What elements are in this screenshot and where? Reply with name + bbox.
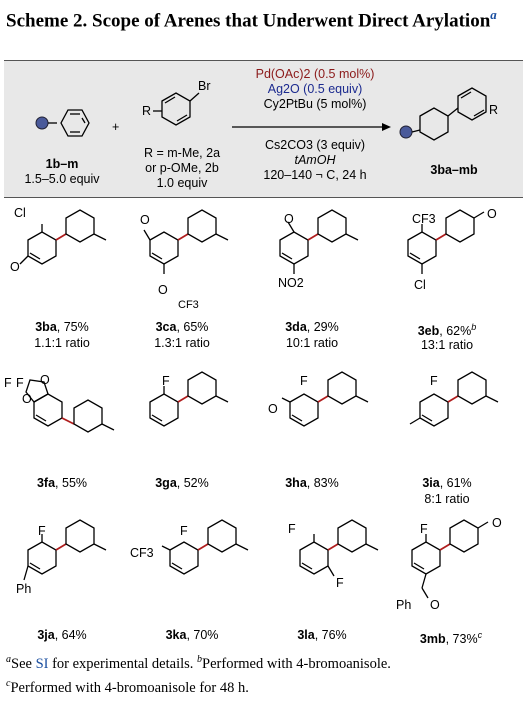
structure-3la: [299, 519, 379, 577]
structure-3ka: [161, 519, 249, 575]
label-3ia: 3ia, 61%: [422, 476, 472, 490]
3mb-sub-ph: Ph: [396, 598, 412, 612]
3mb-sub-o-carbonyl: O: [430, 598, 440, 612]
3ga-sub-f: F: [162, 374, 170, 388]
structure-3ja: [23, 519, 107, 581]
3mb-sub-o-methoxy: O: [492, 516, 502, 530]
aryl-r-label: R: [142, 104, 152, 118]
aryl-equiv: 1.0 equiv: [156, 176, 208, 190]
reactant-arene-structure: [35, 109, 90, 137]
reaction-arrow: [232, 123, 391, 131]
3ja-sub-f: F: [38, 524, 46, 538]
condition-ligand: Cy2PtBu (5 mol%): [263, 97, 367, 111]
structure-3ia: [409, 371, 499, 427]
footnote-line-2: cPerformed with 4-bromoanisole for 48 h.: [6, 677, 249, 696]
ratio-3ia: 8:1 ratio: [424, 492, 470, 506]
aryl-br-label: Br: [198, 79, 211, 93]
scheme-title: Scheme 2. Scope of Arenes that Underwent…: [6, 4, 521, 32]
structure-3ca: [143, 209, 229, 274]
footnotes: aSee SI for experimental details. bPerfo…: [6, 650, 526, 698]
product-structure: [399, 87, 487, 141]
3eb-sub-cf3: CF3: [412, 212, 436, 226]
3ba-sub-cl: Cl: [14, 206, 26, 220]
3da-sub-no2: NO2: [278, 276, 304, 290]
title-footnote-mark: a: [490, 7, 497, 22]
3eb-sub-o: O: [487, 207, 497, 221]
footnote-line-1: aSee SI for experimental details. bPerfo…: [6, 654, 391, 672]
label-3la: 3la, 76%: [297, 628, 347, 642]
structure-3eb: [407, 209, 485, 274]
3ja-sub-ph: Ph: [16, 582, 32, 596]
label-3ka: 3ka, 70%: [165, 628, 219, 642]
3la-sub-f-bottom: F: [336, 576, 344, 590]
label-3eb: 3eb, 62%b: [417, 322, 477, 339]
structure-3ba: [19, 209, 107, 265]
label-3ca: 3ca, 65%: [155, 320, 209, 334]
product-label: 3ba–mb: [430, 163, 478, 177]
ratio-3ba: 1.1:1 ratio: [34, 336, 90, 350]
label-3ba: 3ba, 75%: [35, 320, 89, 334]
structure-3ga: [149, 371, 229, 427]
3ha-sub-f: F: [300, 374, 308, 388]
condition-catalyst: Pd(OAc)2 (0.5 mol%): [255, 67, 375, 81]
3fa-sub-f2: F: [16, 376, 24, 390]
aryl-line-1: R = m-Me, 2a: [143, 146, 221, 160]
condition-base: Cs2CO3 (3 equiv): [264, 138, 366, 152]
ratio-3da: 10:1 ratio: [285, 336, 339, 350]
ratio-3eb: 13:1 ratio: [420, 338, 474, 352]
reactant-label: 1b–m: [45, 157, 79, 171]
label-3da: 3da, 29%: [285, 320, 339, 334]
structure-3da: [279, 209, 359, 274]
3ca-sub-cf3: CF3: [178, 299, 199, 311]
ratio-3ca: 1.3:1 ratio: [154, 336, 210, 350]
3ia-sub-f: F: [430, 374, 438, 388]
condition-solvent: tAmOH: [294, 153, 336, 167]
label-3fa: 3fa, 55%: [36, 476, 88, 490]
3mb-sub-f: F: [420, 522, 428, 536]
label-3ja: 3ja, 64%: [37, 628, 87, 642]
3fa-sub-f1: F: [4, 376, 12, 390]
3ka-sub-f: F: [180, 524, 188, 538]
3ca-sub-o-top: O: [140, 213, 150, 227]
3ba-sub-o: O: [10, 260, 20, 274]
3ka-sub-cf3: CF3: [130, 546, 154, 560]
aryl-line-2: or p-OMe, 2b: [145, 161, 219, 175]
3fa-sub-o1: O: [40, 373, 50, 387]
structure-3mb: [411, 519, 489, 599]
label-3ha: 3ha, 83%: [285, 476, 339, 490]
3fa-sub-o2: O: [22, 392, 32, 406]
label-3ga: 3ga, 52%: [155, 476, 209, 490]
condition-temperature: 120–140 ¬ C, 24 h: [263, 168, 367, 182]
3da-sub-o: O: [284, 212, 294, 226]
label-3mb: 3mb, 73%c: [419, 630, 483, 647]
reaction-scheme: 1b–m 1.5–5.0 equiv + Br R R = m-Me, 2a o…: [4, 60, 523, 198]
plus-sign: +: [112, 120, 120, 134]
structure-3ha: [281, 371, 369, 427]
product-r-label: R: [489, 103, 499, 117]
si-link[interactable]: SI: [35, 655, 49, 672]
structure-3fa: [25, 379, 115, 433]
3eb-sub-cl: Cl: [414, 278, 426, 292]
scheme-title-text: Scheme 2. Scope of Arenes that Underwent…: [6, 10, 491, 32]
3ha-sub-o: O: [268, 402, 278, 416]
condition-oxidant: Ag2O (0.5 equiv): [267, 82, 363, 96]
aryl-bromide-structure: [153, 92, 200, 126]
reactant-equiv: 1.5–5.0 equiv: [24, 172, 100, 186]
3ca-sub-o-bottom: O: [158, 283, 168, 297]
3la-sub-f-top: F: [288, 522, 296, 536]
